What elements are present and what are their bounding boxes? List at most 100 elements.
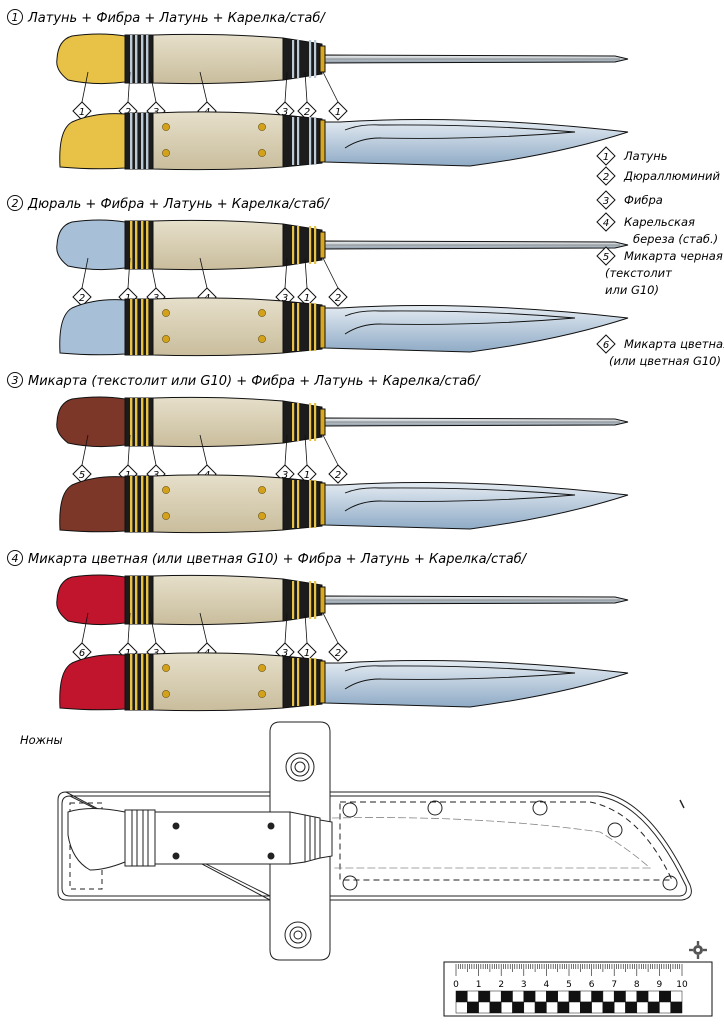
side-rear-line	[314, 480, 317, 528]
pin	[162, 664, 170, 672]
part-tag-2-text: 2	[335, 648, 341, 659]
pin	[162, 149, 170, 157]
ruler-label: 2	[498, 980, 504, 990]
top-spacer-line	[146, 35, 149, 83]
leader-line	[284, 71, 288, 103]
snap-button-bottom	[284, 921, 312, 949]
leader-line	[127, 612, 131, 644]
side-blade	[324, 305, 629, 353]
legend-text-6: (или цветная G10)	[609, 354, 721, 368]
side-spacer-line	[135, 476, 138, 532]
side-blade	[324, 119, 629, 167]
leader-line	[149, 71, 157, 103]
ruler-checker	[670, 990, 683, 1003]
variant-4-num-circle	[7, 550, 23, 566]
side-rear-line	[297, 658, 300, 706]
pin	[258, 149, 266, 157]
variant-2-title: Дюраль + Фибра + Латунь + Карелка/стаб/	[27, 197, 330, 212]
legend-tag-2-text: 2	[603, 172, 609, 183]
ruler-checker	[670, 1001, 683, 1014]
pin	[258, 309, 266, 317]
part-tag-1-text: 1	[304, 293, 310, 304]
legend-text-3: Фибра	[624, 193, 663, 207]
top-rear-line	[314, 40, 317, 78]
part-tag-6-text: 6	[79, 648, 85, 659]
legend-text-6: Микарта цветная	[624, 337, 724, 351]
top-bolster	[319, 45, 326, 73]
side-spacer-line	[146, 654, 149, 710]
ruler-label: 0	[453, 980, 459, 990]
side-pommel	[59, 113, 126, 170]
leader-line	[199, 257, 208, 289]
leader-line	[81, 434, 89, 466]
side-wood	[152, 652, 284, 712]
top-wood	[152, 33, 284, 85]
pin	[162, 486, 170, 494]
legend-tag-6-text: 6	[603, 340, 609, 351]
top-rear-line	[297, 581, 300, 619]
part-tag-2	[328, 642, 348, 662]
ruler-label: 9	[657, 980, 663, 990]
ruler-checker	[580, 1001, 592, 1014]
legend-tag-3-text: 3	[603, 196, 609, 207]
ruler-label: 10	[676, 980, 688, 990]
ruler-label: 1	[476, 980, 482, 990]
top-front-spacer	[124, 34, 154, 84]
side-spacer-line	[135, 654, 138, 710]
leader-line	[81, 612, 89, 644]
leader-line	[322, 434, 339, 466]
legend-text-5: или G10)	[605, 283, 659, 297]
legend-tag-3	[596, 190, 616, 210]
ruler-checker	[478, 1001, 491, 1014]
part-tag-1-text: 1	[335, 107, 341, 118]
legend-tag-2	[596, 166, 616, 186]
part-tag-2-text: 2	[335, 470, 341, 481]
pin	[258, 335, 266, 343]
top-front-spacer	[124, 220, 154, 270]
side-spacer-line	[130, 113, 133, 169]
ruler-label: 4	[544, 980, 550, 990]
ruler-label: 7	[611, 980, 617, 990]
ruler-checker	[591, 1001, 604, 1014]
pin	[258, 512, 266, 520]
top-wood	[152, 219, 284, 271]
ruler-checker	[647, 990, 660, 1003]
top-spacer-line	[146, 221, 149, 269]
top-front-spacer	[124, 575, 154, 625]
side-wood	[152, 111, 284, 171]
leader-line	[304, 612, 308, 644]
side-spacer-line	[130, 476, 133, 532]
pin	[162, 335, 170, 343]
ruler-checker	[636, 990, 649, 1003]
part-tag-3-text: 3	[282, 107, 288, 118]
leader-line	[127, 71, 131, 103]
leader-line	[322, 612, 339, 644]
part-tag-1-text: 1	[79, 107, 85, 118]
side-rear-line	[309, 480, 312, 528]
part-tag-2-text: 2	[79, 293, 85, 304]
sheath-label: Ножны	[20, 733, 63, 747]
variant-4-num-number: 4	[12, 552, 19, 565]
ruler-checker	[625, 990, 638, 1003]
ruler-checker	[523, 990, 536, 1003]
legend-text-4: Карельская	[624, 215, 695, 229]
top-spacer-line	[130, 398, 133, 446]
leader-line	[322, 71, 339, 103]
pin	[258, 664, 266, 672]
side-pommel	[59, 476, 126, 533]
side-rear-line	[314, 117, 317, 165]
legend-text-5: Микарта черная	[624, 249, 723, 263]
legend-text-5: (текстолит	[605, 266, 672, 280]
ruler-checker	[500, 990, 513, 1003]
top-spacer-line	[130, 576, 133, 624]
top-rear-line	[309, 403, 312, 441]
side-spacer-line	[135, 299, 138, 355]
variant-3-num-circle	[7, 372, 23, 388]
pin	[162, 690, 170, 698]
ruler-checker	[568, 1001, 581, 1014]
top-front-spacer	[124, 397, 154, 447]
leader-line	[127, 434, 131, 466]
